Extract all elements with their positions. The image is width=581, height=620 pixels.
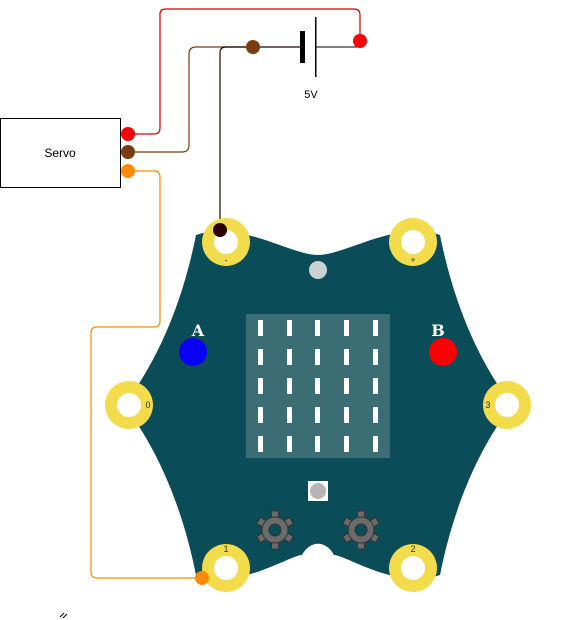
- button-b[interactable]: [429, 338, 457, 366]
- servo: Servo: [0, 118, 121, 188]
- led: [315, 378, 320, 394]
- servo-body: [0, 118, 121, 188]
- battery-negative-plate: [300, 31, 305, 63]
- wire-red: [128, 8, 361, 135]
- led: [258, 349, 263, 365]
- connector-pin-minus[interactable]: [213, 223, 227, 237]
- connector-pin-1[interactable]: [195, 571, 209, 585]
- wire-brown: [128, 46, 253, 153]
- led: [373, 320, 378, 336]
- button-a-label: A: [191, 321, 205, 340]
- pin-minus-label: -: [225, 255, 228, 265]
- led: [258, 378, 263, 394]
- connector-servo-red[interactable]: [121, 127, 135, 141]
- pin-1[interactable]: 1: [202, 544, 250, 592]
- pin-minus[interactable]: -: [202, 218, 250, 266]
- led: [287, 320, 292, 336]
- connector-servo-orange[interactable]: [121, 164, 135, 178]
- led: [258, 407, 263, 423]
- led: [373, 378, 378, 394]
- pin-1-label: 1: [223, 544, 228, 554]
- pin-hole: [214, 556, 238, 580]
- servo-label: Servo: [44, 146, 76, 160]
- corner-mark: [59, 612, 68, 619]
- led: [344, 320, 349, 336]
- led: [344, 436, 349, 452]
- led-matrix: [258, 320, 378, 452]
- microbit-board: A B: [105, 218, 531, 592]
- connector-servo-brown[interactable]: [121, 145, 135, 159]
- led: [258, 320, 263, 336]
- led: [287, 407, 292, 423]
- led: [287, 378, 292, 394]
- connector-red-battery[interactable]: [353, 34, 367, 48]
- led: [344, 349, 349, 365]
- pin-hole: [401, 556, 425, 580]
- pin-2-label: 2: [410, 544, 415, 554]
- wire-orange: [90, 170, 202, 579]
- pin-3[interactable]: 3: [483, 381, 531, 429]
- battery-label: 5V: [304, 89, 318, 101]
- led: [315, 436, 320, 452]
- led: [315, 349, 320, 365]
- reset-button[interactable]: [310, 483, 326, 499]
- connector-brown-battery[interactable]: [246, 40, 260, 54]
- pin-plus[interactable]: +: [389, 218, 437, 266]
- led: [287, 436, 292, 452]
- button-a[interactable]: [179, 338, 207, 366]
- pin-hole: [495, 393, 519, 417]
- gear-icon-right: [342, 510, 380, 550]
- led: [373, 436, 378, 452]
- pin-hole: [117, 393, 141, 417]
- led: [344, 407, 349, 423]
- pin-hole: [401, 230, 425, 254]
- pin-0[interactable]: 0: [105, 381, 153, 429]
- led: [258, 436, 263, 452]
- led: [373, 349, 378, 365]
- light-sensor: [309, 261, 327, 279]
- battery-positive-plate: [315, 17, 317, 77]
- pin-0-label: 0: [145, 400, 150, 410]
- pin-2[interactable]: 2: [389, 544, 437, 592]
- led: [315, 320, 320, 336]
- pin-3-label: 3: [485, 400, 490, 410]
- led: [344, 378, 349, 394]
- led: [373, 407, 378, 423]
- battery: 5V: [300, 17, 318, 101]
- pin-plus-label: +: [410, 255, 415, 265]
- led: [287, 349, 292, 365]
- button-b-label: B: [431, 321, 445, 340]
- wire-dark: [219, 46, 300, 230]
- gear-icon-left: [256, 510, 294, 550]
- led: [315, 407, 320, 423]
